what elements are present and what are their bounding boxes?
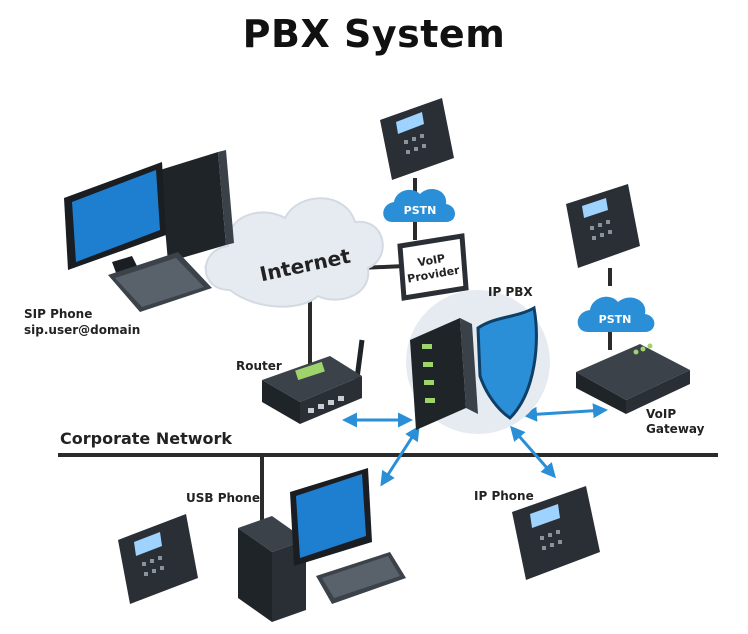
voip-provider-label-1: VoIP: [417, 252, 446, 270]
router-label: Router: [236, 359, 282, 373]
ip-pbx-label: IP PBX: [488, 285, 533, 299]
pstn-desk-phone-top: [380, 98, 454, 180]
pstn-cloud-top: PSTN: [383, 189, 455, 222]
pbx-links: [342, 403, 608, 487]
sip-address-label: sip.user@domain: [24, 323, 140, 337]
monitor-screen-bottom: [296, 474, 366, 558]
pstn-cloud-right: PSTN: [577, 296, 655, 332]
sip-phone-label: SIP Phone: [24, 307, 92, 321]
voip-provider: VoIP Provider: [397, 233, 469, 301]
internet-cloud: Internet: [204, 197, 384, 308]
router-device: [262, 339, 365, 424]
monitor-screen: [72, 170, 160, 262]
shield-icon: [476, 305, 538, 420]
arrow-pbx-gateway: [522, 403, 608, 422]
ip-desk-phone: [512, 486, 600, 580]
voip-gateway-label-1: VoIP: [646, 407, 676, 421]
voip-gateway: [576, 343, 690, 414]
corporate-network-label: Corporate Network: [60, 429, 232, 448]
pstn-right-label: PSTN: [599, 313, 632, 326]
tower-top-left: [160, 152, 226, 262]
sip-desktop-computer: [64, 150, 234, 312]
ip-pbx: [406, 290, 550, 434]
pstn-top-label: PSTN: [404, 204, 437, 217]
usb-phone-setup: [118, 468, 406, 622]
diagram-title: PBX System: [242, 12, 506, 56]
ip-phone-label: IP Phone: [474, 489, 534, 503]
arrow-pbx-usb-phone: [380, 425, 420, 487]
tower-bottom: [238, 528, 272, 622]
pstn-desk-phone-right: [566, 184, 640, 268]
usb-phone-label: USB Phone: [186, 491, 260, 505]
voip-gateway-label-2: Gateway: [646, 422, 705, 436]
arrow-pbx-ip-phone: [510, 425, 556, 479]
